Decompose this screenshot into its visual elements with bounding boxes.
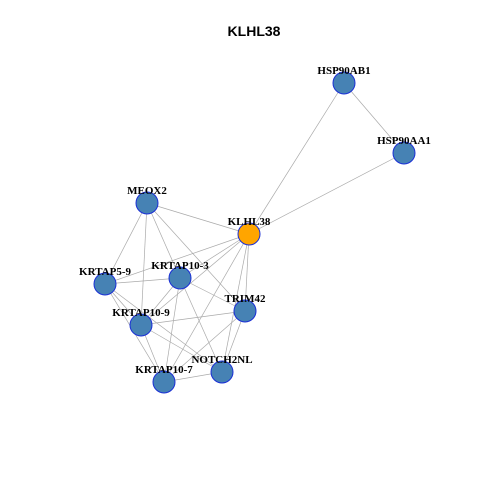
node-label-trim42: TRIM42	[225, 293, 266, 305]
edge-klhl38-trim42	[244, 233, 250, 312]
node-krtap10-7	[152, 370, 176, 394]
node-notch2nl	[210, 360, 234, 384]
node-label-hsp90aa1: HSP90AA1	[377, 135, 431, 147]
node-krtap10-9	[129, 313, 153, 337]
node-krtap10-3	[168, 266, 192, 290]
edge-hsp90ab1-hsp90aa1	[343, 82, 405, 154]
node-hsp90aa1	[392, 141, 416, 165]
edge-krtap5-9-krtap10-3	[104, 277, 181, 285]
node-label-notch2nl: NOTCH2NL	[191, 354, 252, 366]
edge-klhl38-krtap10-9	[140, 233, 250, 326]
edge-klhl38-krtap10-7	[163, 233, 250, 383]
edge-krtap5-9-notch2nl	[104, 283, 223, 373]
edge-krtap10-9-notch2nl	[140, 324, 223, 373]
edge-klhl38-krtap5-9	[104, 233, 250, 285]
nodes-layer	[93, 71, 416, 394]
node-krtap5-9	[93, 272, 117, 296]
node-label-krtap10-3: KRTAP10-3	[151, 260, 209, 272]
node-label-krtap10-9: KRTAP10-9	[112, 307, 170, 319]
node-label-klhl38: KLHL38	[228, 216, 271, 228]
edge-krtap10-3-krtap10-7	[163, 277, 181, 383]
edge-krtap10-9-trim42	[140, 310, 246, 326]
node-hsp90ab1	[332, 71, 356, 95]
edge-hsp90aa1-klhl38	[248, 152, 405, 235]
edge-hsp90ab1-klhl38	[248, 82, 345, 235]
edge-krtap10-3-notch2nl	[179, 277, 223, 373]
edge-meox2-trim42	[146, 202, 246, 312]
edge-meox2-klhl38	[146, 202, 250, 235]
edge-klhl38-notch2nl	[221, 233, 250, 373]
node-label-krtap5-9: KRTAP5-9	[79, 266, 131, 278]
edge-meox2-krtap10-3	[146, 202, 181, 279]
node-meox2	[135, 191, 159, 215]
node-trim42	[233, 299, 257, 323]
node-label-hsp90ab1: HSP90AB1	[317, 65, 370, 77]
node-label-meox2: MEOX2	[127, 185, 167, 197]
edge-trim42-krtap10-7	[163, 310, 246, 383]
edge-krtap10-3-trim42	[179, 277, 246, 312]
edge-meox2-krtap10-9	[140, 202, 148, 326]
node-label-krtap10-7: KRTAP10-7	[135, 364, 193, 376]
edge-klhl38-krtap10-3	[179, 233, 250, 279]
graph-title: KLHL38	[228, 23, 281, 39]
node-klhl38	[237, 222, 261, 246]
edge-meox2-krtap5-9	[104, 202, 148, 285]
edges-layer	[104, 82, 405, 383]
